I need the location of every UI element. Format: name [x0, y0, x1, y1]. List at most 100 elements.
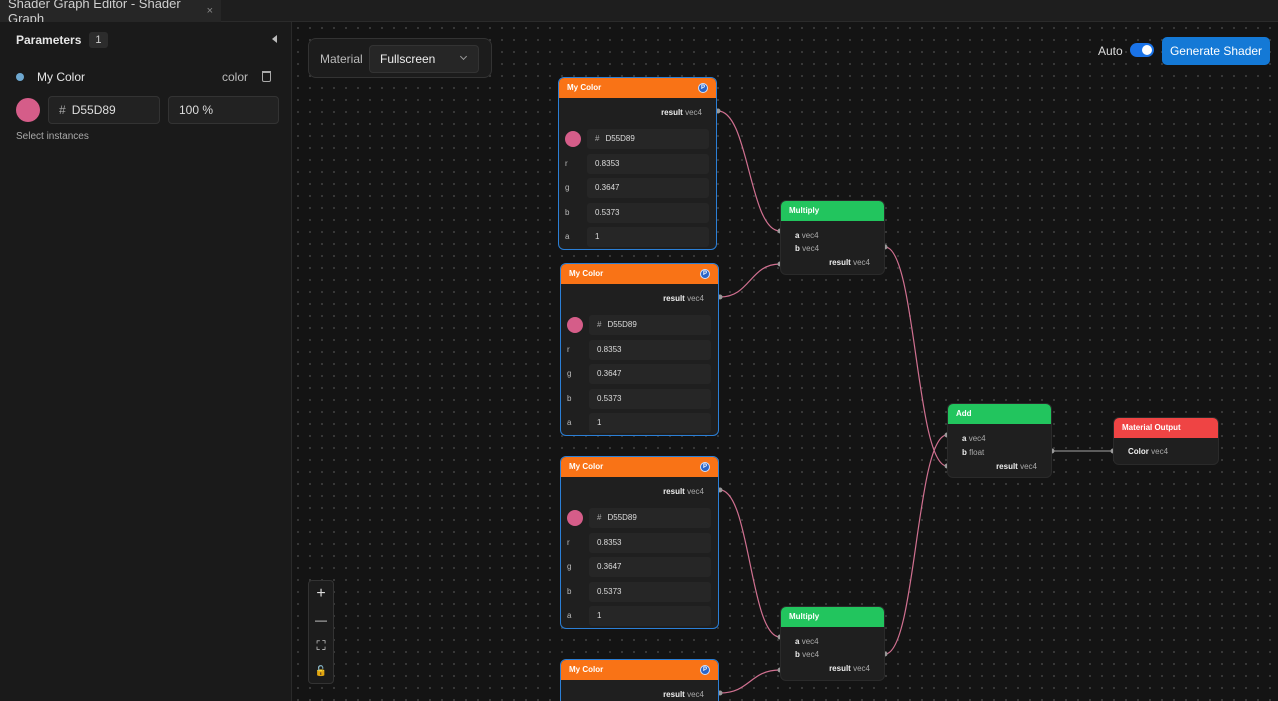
port-name: a — [795, 231, 800, 240]
zoom-controls: + — ⛶ 🔓 — [308, 580, 334, 684]
hex-value: D55D89 — [607, 513, 637, 522]
channel-a-input[interactable]: 1 — [589, 606, 711, 626]
parameter-badge-icon: P — [700, 665, 710, 675]
parameters-title: Parameters — [16, 33, 82, 47]
wire-param1-to-mul1-a[interactable] — [717, 110, 781, 232]
channel-r-input[interactable]: 0.8353 — [589, 533, 711, 553]
output-port-result[interactable]: result vec4 — [829, 258, 870, 267]
multiply-node[interactable]: Multiply a vec4 b vec4 result vec4 — [780, 200, 885, 275]
opacity-input[interactable]: 100 % — [168, 96, 279, 124]
channel-b-input[interactable]: 0.5373 — [589, 582, 711, 602]
channel-b-input[interactable]: 0.5373 — [589, 389, 711, 409]
param-name[interactable]: My Color — [37, 70, 86, 84]
output-port-result[interactable]: result vec4 — [663, 294, 704, 303]
port-type: vec4 — [968, 434, 986, 443]
chevron-down-icon — [459, 52, 468, 61]
output-port-result[interactable]: result vec4 — [663, 487, 704, 496]
channel-label-a: a — [567, 611, 572, 620]
port-name: b — [795, 244, 800, 253]
graph-canvas[interactable]: Material Fullscreen Auto Generate Shader… — [292, 22, 1278, 701]
hex-input[interactable]: # D55D89 — [589, 315, 711, 335]
channel-g-input[interactable]: 0.3647 — [589, 557, 711, 577]
hex-input[interactable]: #D55D89 — [587, 129, 709, 149]
tab-shader-graph[interactable]: Shader Graph Editor - Shader Graph × — [0, 0, 221, 26]
channel-g-input[interactable]: 0.3647 — [589, 364, 711, 384]
input-port-b[interactable]: b vec4 — [795, 650, 819, 659]
channel-label-g: g — [565, 183, 570, 192]
generate-shader-button[interactable]: Generate Shader — [1162, 37, 1270, 65]
close-icon[interactable]: × — [206, 5, 213, 17]
wire-mul1-to-add-b[interactable] — [884, 246, 948, 467]
hex-value: D55D89 — [607, 320, 637, 329]
select-instances-link[interactable]: Select instances — [16, 131, 89, 142]
collapse-panel-icon[interactable] — [272, 35, 277, 43]
port-type: vec4 — [1020, 462, 1037, 471]
hash-symbol: # — [597, 320, 602, 329]
output-port-result[interactable]: result vec4 — [996, 462, 1037, 471]
trash-icon[interactable] — [262, 71, 271, 82]
parameters-header: Parameters 1 — [16, 32, 108, 48]
fit-view-icon[interactable]: ⛶ — [316, 638, 326, 653]
channel-label-a: a — [565, 232, 570, 241]
port-name: result — [663, 294, 685, 303]
port-type: vec4 — [802, 650, 820, 659]
output-port-result[interactable]: result vec4 — [829, 664, 870, 673]
color-swatch[interactable] — [567, 510, 583, 526]
multiply-node[interactable]: Multiply a vec4 b vec4 result vec4 — [780, 606, 885, 681]
lock-icon[interactable]: 🔓 — [314, 666, 328, 677]
channel-a-input[interactable]: 1 — [589, 413, 711, 433]
port-name: b — [962, 448, 967, 457]
channel-g-input[interactable]: 0.3647 — [587, 178, 709, 198]
color-swatch[interactable] — [567, 317, 583, 333]
hex-input[interactable]: #D55D89 — [589, 508, 711, 528]
channel-a-input[interactable]: 1 — [587, 227, 709, 247]
input-port-b[interactable]: b vec4 — [795, 244, 819, 253]
port-name: b — [795, 650, 800, 659]
channel-label-b: b — [565, 208, 570, 217]
wire-mul2-to-add-a[interactable] — [884, 434, 948, 655]
auto-toggle[interactable] — [1130, 43, 1154, 57]
port-type: float — [969, 448, 985, 457]
zoom-out-icon[interactable]: — — [315, 613, 327, 627]
port-type: vec4 — [687, 487, 704, 496]
input-port-a[interactable]: a vec4 — [795, 637, 819, 646]
node-header[interactable]: Material Output — [1114, 418, 1218, 438]
output-port-result[interactable]: result vec4 — [661, 108, 702, 117]
input-port-b[interactable]: b float — [962, 448, 984, 457]
node-header[interactable]: Add — [948, 404, 1051, 424]
auto-label: Auto — [1098, 44, 1123, 58]
node-header[interactable]: Multiply — [781, 607, 884, 627]
wire-param3-to-mul2-a[interactable] — [719, 489, 781, 638]
hash-symbol: # — [59, 103, 66, 117]
material-output-node[interactable]: Material Output Color vec4 — [1113, 417, 1219, 465]
zoom-in-icon[interactable]: + — [316, 585, 326, 602]
color-swatch[interactable] — [565, 131, 581, 147]
channel-r-input[interactable]: 0.8353 — [587, 154, 709, 174]
param-node-my-color[interactable]: My Color P result vec4 — [560, 659, 719, 701]
color-swatch[interactable] — [16, 98, 40, 122]
add-node[interactable]: Add a vec4 b float result vec4 — [947, 403, 1052, 478]
channel-b-input[interactable]: 0.5373 — [587, 203, 709, 223]
port-type: vec4 — [687, 690, 704, 699]
node-header[interactable]: Multiply — [781, 201, 884, 221]
parameter-badge-icon: P — [700, 269, 710, 279]
material-select[interactable]: Fullscreen — [369, 45, 479, 73]
channel-r-input[interactable]: 0.8353 — [589, 340, 711, 360]
hex-value: D55D89 — [605, 134, 635, 143]
wire-param4-to-mul2-b[interactable] — [719, 669, 781, 694]
input-port-a[interactable]: a vec4 — [962, 434, 986, 443]
tab-bar: Shader Graph Editor - Shader Graph × — [0, 0, 1278, 26]
input-port-a[interactable]: a vec4 — [795, 231, 819, 240]
input-port-color[interactable]: Color vec4 — [1128, 447, 1168, 456]
node-title: My Color — [569, 665, 604, 674]
wire-param2-to-mul1-b[interactable] — [719, 263, 781, 298]
hex-input[interactable]: #D55D89 — [48, 96, 160, 124]
output-port-result[interactable]: result vec4 — [663, 690, 704, 699]
node-header[interactable]: My Color P — [561, 660, 718, 680]
